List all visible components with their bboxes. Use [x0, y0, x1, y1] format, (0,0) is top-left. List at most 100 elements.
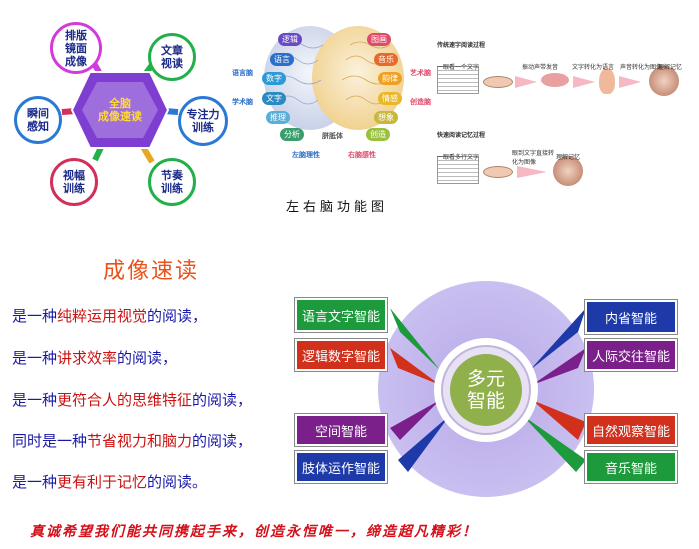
hexagon-center: 全脑成像速读	[92, 92, 148, 128]
intelligence-center: 多元智能	[452, 363, 520, 417]
brain-bottom-left: 左脑理性	[292, 151, 320, 159]
intelligence-logical: 逻辑数字智能	[295, 339, 387, 371]
process-top-step: 一眼看一个文字	[437, 64, 480, 71]
arrow-icon	[517, 166, 547, 178]
brain-right-label: 韵律	[378, 72, 402, 85]
section-title: 成像速读	[103, 259, 200, 284]
brain-bottom-right: 右脑感性	[348, 151, 376, 159]
process-top-step: 理解记忆	[658, 64, 683, 71]
hex-node-text: 视幅	[63, 169, 85, 182]
line-suffix: 的阅读，	[147, 307, 208, 325]
intelligence-intrapersonal: 内省智能	[585, 300, 677, 334]
description-line: 同时是一种节省视力和脑力的阅读，	[12, 432, 252, 450]
hexagon-diagram	[61, 58, 179, 164]
brain-caption: 左右脑功能图	[286, 200, 389, 215]
mouth-icon	[541, 73, 569, 87]
line-prefix: 是一种	[12, 349, 58, 367]
line-highlight: 讲求效率	[57, 349, 118, 367]
line-suffix: 的阅读。	[147, 473, 208, 491]
arrow-icon	[619, 76, 641, 88]
hexagon-center-line1: 全脑	[109, 97, 131, 110]
hex-node-view-span-training: 视幅训练	[50, 158, 98, 206]
process-bottom-step: 一眼看多行文字	[437, 154, 480, 161]
hex-node-text: 瞬间	[27, 107, 49, 120]
brain-icon	[649, 66, 679, 96]
process-top-step: 振动声带发音	[522, 64, 559, 71]
brain-left-label: 分析	[280, 128, 304, 141]
hex-node-instant-perception: 瞬间感知	[14, 96, 62, 144]
intelligence-spatial: 空间智能	[295, 414, 387, 446]
hex-node-text: 专注力	[186, 108, 220, 121]
line-suffix: 的阅读，	[192, 391, 253, 409]
description-line: 是一种更符合人的思维特征的阅读，	[12, 391, 252, 409]
hex-node-text: 训练	[63, 182, 85, 195]
process-top-step: 文字转化为语言	[572, 64, 615, 71]
brain-right-label: 情感	[378, 92, 402, 105]
line-highlight: 更有利于记忆	[57, 473, 148, 491]
hex-node-text: 成像	[65, 54, 87, 68]
intelligence-interpersonal: 人际交往智能	[585, 339, 677, 371]
brain-icon	[553, 156, 583, 186]
brain-left-label: 推理	[266, 111, 290, 124]
description-line: 是一种讲求效率的阅读，	[12, 349, 177, 367]
text-page-icon	[437, 156, 479, 184]
intelligence-bodily: 肢体运作智能	[295, 451, 387, 483]
eye-icon	[483, 76, 513, 88]
brain-right-side-note: 创造脑	[410, 98, 431, 106]
hex-node-rhythm-training: 节奏训练	[148, 158, 196, 206]
description-line: 是一种更有利于记忆的阅读。	[12, 473, 207, 491]
hex-node-text: 训练	[192, 121, 214, 134]
line-prefix: 同时是一种	[12, 432, 88, 450]
line-highlight: 纯粹运用视觉	[57, 307, 148, 325]
hexagon-center-line2: 成像速读	[98, 110, 142, 123]
text-page-icon	[437, 66, 479, 94]
intelligence-center-line: 智能	[466, 390, 505, 412]
hex-node-text: 视读	[161, 57, 183, 70]
line-highlight: 更符合人的思维特征	[57, 391, 193, 409]
hex-node-text: 训练	[161, 182, 183, 195]
line-prefix: 是一种	[12, 473, 58, 491]
hex-node-article-reading: 文章视读	[148, 33, 196, 81]
hex-node-focus-training: 专注力训练	[178, 96, 228, 146]
brain-left-side-note: 语言脑	[232, 69, 253, 77]
line-suffix: 的阅读，	[117, 349, 178, 367]
hex-node-text: 感知	[27, 120, 49, 133]
hex-node-text: 节奏	[161, 169, 183, 182]
line-suffix: 的阅读，	[192, 432, 253, 450]
process-bottom-step: 理解记忆	[556, 154, 581, 161]
brain-left-side-note: 学术脑	[232, 98, 253, 106]
process-bottom-step: 眼到文字直接转化为图像	[512, 150, 555, 166]
brain-right-side-note: 艺术脑	[410, 69, 431, 77]
process-top-step: 声音转化为图像	[620, 64, 663, 71]
process-top-title: 传统速字阅读过程	[437, 42, 486, 49]
brain-bottom-center: 胼胝体	[322, 132, 343, 140]
hex-node-layout-mirror: 排版镜面成像	[50, 22, 102, 74]
description-line: 是一种纯粹运用视觉的阅读，	[12, 307, 207, 325]
hex-node-text: 镜面	[65, 41, 87, 55]
process-bottom-title: 快速阅读记忆过程	[437, 132, 486, 139]
eye-icon	[483, 166, 513, 178]
hex-node-text: 文章	[161, 44, 183, 57]
process-bottom-panel	[437, 146, 587, 196]
slogan: 真诚希望我们能共同携起手来，创造永恒唯一，缔造超凡精彩！	[30, 524, 478, 540]
arrow-icon	[515, 76, 537, 88]
line-prefix: 是一种	[12, 391, 58, 409]
hex-node-text: 排版	[65, 28, 87, 42]
brain-right-label: 音乐	[374, 53, 398, 66]
intelligence-musical: 音乐智能	[585, 451, 677, 483]
intelligence-linguistic: 语言文字智能	[295, 298, 387, 332]
brain-right-label: 图画	[367, 33, 391, 46]
brain-right-label: 想象	[374, 111, 398, 124]
brain-left-label: 语言	[270, 53, 294, 66]
process-top-panel	[437, 56, 682, 106]
line-prefix: 是一种	[12, 307, 58, 325]
brain-left-label: 文字	[262, 92, 286, 105]
brain-left-label: 逻辑	[278, 33, 302, 46]
intelligence-naturalist: 自然观察智能	[585, 414, 677, 446]
intelligence-diagram	[378, 281, 594, 497]
line-highlight: 节省视力和脑力	[87, 432, 193, 450]
ear-icon	[599, 68, 615, 94]
brain-right-label: 创造	[366, 128, 390, 141]
brain-left-label: 数字	[262, 72, 286, 85]
intelligence-center-line: 多元	[466, 368, 505, 390]
